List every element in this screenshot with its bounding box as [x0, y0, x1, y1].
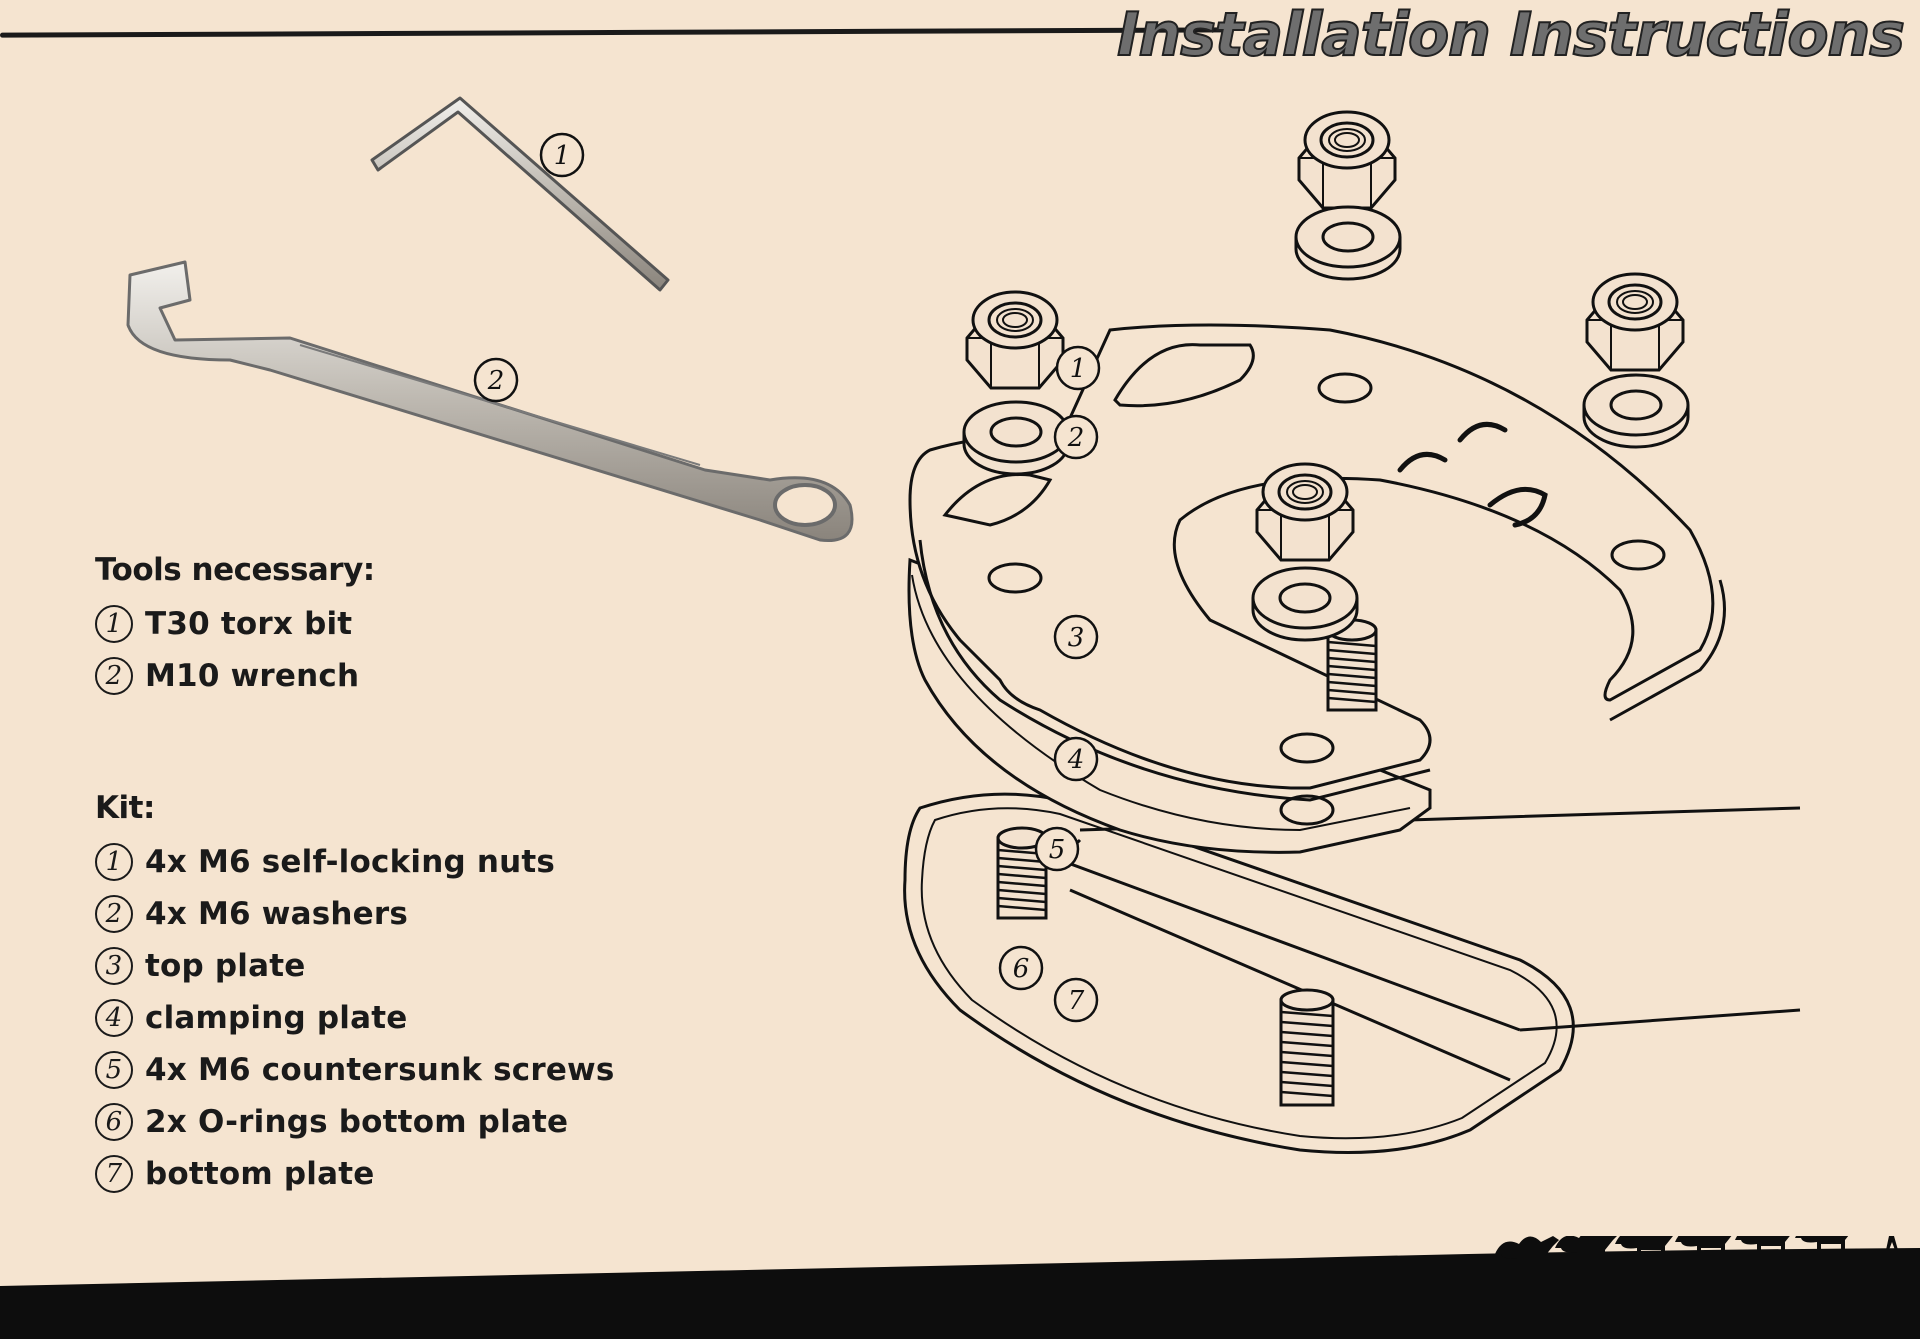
page-title: Installation Instructions: [1116, 0, 1906, 70]
tools-list: Tools necessary: 1 T30 torx bit 2 M10 wr…: [95, 550, 375, 702]
camel-caravan-icon: [1495, 1236, 1898, 1272]
kit-item: 6 2x O-rings bottom plate: [95, 1096, 615, 1148]
number-badge: 4: [95, 999, 133, 1037]
tool-item-label: T30 torx bit: [145, 606, 353, 642]
wrench-icon: [126, 260, 854, 543]
footer-band: [0, 1236, 1920, 1339]
kit-item-label: 4x M6 self-locking nuts: [145, 844, 556, 880]
number-badge: 2: [95, 895, 133, 933]
callout-part-1: 1: [1055, 345, 1101, 391]
svg-text:2: 2: [1067, 423, 1085, 453]
svg-text:2: 2: [487, 366, 505, 396]
kit-item-label: 2x O-rings bottom plate: [145, 1104, 569, 1140]
number-badge: 1: [95, 843, 133, 881]
svg-text:4: 4: [1067, 745, 1085, 775]
svg-text:5: 5: [1049, 835, 1066, 865]
number-badge: 1: [95, 605, 133, 643]
kit-item-label: top plate: [145, 948, 306, 984]
number-badge: 5: [95, 1051, 133, 1089]
kit-heading: Kit:: [95, 790, 155, 826]
tool-item-label: M10 wrench: [145, 658, 360, 694]
tool-item: 1 T30 torx bit: [95, 598, 375, 650]
brand-engraving: [1397, 421, 1548, 528]
kit-item: 4 clamping plate: [95, 992, 615, 1044]
kit-item: 2 4x M6 washers: [95, 888, 615, 940]
kit-item: 1 4x M6 self-locking nuts: [95, 836, 615, 888]
kit-item-label: clamping plate: [145, 1000, 408, 1036]
svg-text:1: 1: [554, 141, 571, 171]
kit-item-label: 4x M6 countersunk screws: [145, 1052, 615, 1088]
tools-heading: Tools necessary:: [95, 552, 375, 588]
kit-item: 5 4x M6 countersunk screws: [95, 1044, 615, 1096]
number-badge: 2: [95, 657, 133, 695]
kit-item: 3 top plate: [95, 940, 615, 992]
kit-list: Kit: 1 4x M6 self-locking nuts 2 4x M6 w…: [95, 788, 615, 1200]
number-badge: 7: [95, 1155, 133, 1193]
svg-text:6: 6: [1013, 954, 1030, 984]
kit-item: 7 bottom plate: [95, 1148, 615, 1200]
callout-part-6: 6: [998, 945, 1044, 991]
tool-item: 2 M10 wrench: [95, 650, 375, 702]
callout-tool-1: 1: [539, 132, 585, 178]
callout-tool-2: 2: [473, 357, 519, 403]
number-badge: 6: [95, 1103, 133, 1141]
svg-text:3: 3: [1068, 623, 1085, 653]
torx-key-icon: [370, 96, 670, 292]
svg-text:1: 1: [1070, 354, 1087, 384]
callout-part-5: 5: [1034, 826, 1080, 872]
kit-item-label: bottom plate: [145, 1156, 375, 1192]
number-badge: 3: [95, 947, 133, 985]
kit-item-label: 4x M6 washers: [145, 896, 409, 932]
callout-part-7: 7: [1053, 977, 1099, 1023]
callout-part-3: 3: [1053, 614, 1099, 660]
callout-part-2: 2: [1053, 414, 1099, 460]
svg-text:7: 7: [1068, 986, 1085, 1016]
callout-part-4: 4: [1053, 736, 1099, 782]
